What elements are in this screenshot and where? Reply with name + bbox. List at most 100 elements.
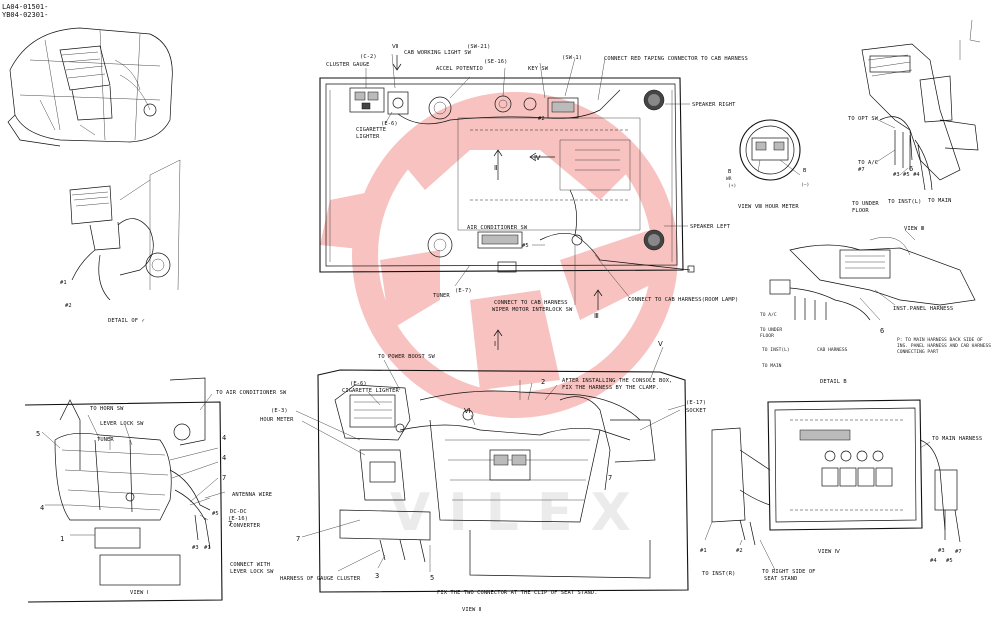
marker-5-top: #5 (522, 243, 529, 249)
view-ii-after-2: FIX THE HARNESS BY THE CLAMP. (562, 385, 659, 391)
view-ii-fix-note: FIX THE TWO CONNECTOR AT THE CLIP OF SEA… (437, 590, 598, 596)
view-i-caption: VIEW Ⅰ (130, 590, 148, 596)
view-iii-to-under: TO UNDER (852, 201, 879, 207)
view-iv-marker-2: #2 (736, 548, 743, 554)
view-i-converter: CONVERTER (230, 523, 261, 529)
accel-potentio-label: ACCEL POTENTIO (436, 66, 483, 72)
view-ii-e6: (E-6) (350, 381, 367, 387)
detail-b-floor: FLOOR (760, 333, 774, 339)
view-i-marker-3: #3 (192, 545, 199, 551)
sw1-code: (SW-1) (562, 55, 582, 61)
detail-b-to-main: TO MAIN (762, 363, 782, 369)
view-i-num-7b: 7 (228, 520, 232, 528)
view-i-lever-lock: LEVER LOCK SW (100, 421, 144, 427)
view-vii-marker: Ⅶ (392, 44, 398, 50)
detail-b-note-3: CONNECTING PART (897, 349, 939, 355)
hour-meter-view: B WR (+) B (–) VIEW Ⅷ HOUR METER (726, 119, 809, 210)
view-ii-hour-meter: HOUR METER (260, 417, 294, 423)
view-iii-to-opt: TO OPT SW (848, 116, 879, 122)
view-iii-to-main: TO MAIN (928, 198, 951, 204)
view-ii: TO POWER BOOST SW (E-6) CIGARETTE LIGHTE… (260, 340, 707, 613)
view-i-e16: (E-16) (228, 516, 248, 522)
e6-code-top: (E-6) (381, 121, 398, 127)
view-i-antenna: ANTENNA WIRE (232, 492, 272, 498)
view-iv-marker-top: Ⅳ (534, 154, 541, 162)
view-vi-marker: Ⅵ (464, 407, 470, 415)
detail-a-marker-2: #2 (65, 303, 72, 309)
view-i-marker-top: Ⅰ (494, 340, 496, 348)
view-iv-to-main-harness: TO MAIN HARNESS (932, 436, 982, 442)
hour-meter-wr: WR (726, 176, 732, 182)
view-v-marker: Ⅴ (658, 340, 663, 348)
sw21-code: (SW-21) (467, 44, 490, 50)
view-iii-marker-top: Ⅲ (594, 312, 599, 320)
detail-b-cab-harness: CAB HARNESS (817, 347, 848, 353)
hour-meter-b-right: B (803, 168, 806, 174)
connect-red-note: CONNECT RED TAPING CONNECTOR TO CAB HARN… (604, 56, 748, 62)
cigarette-label-1: CIGARETTE (356, 127, 386, 133)
cluster-gauge-code: (C-2) (360, 54, 377, 60)
view-iii-markers: #3 #5 #4 (893, 172, 920, 178)
view-i-marker-1: #1 (204, 545, 211, 551)
view-ii-socket: SOCKET (686, 408, 707, 414)
view-iv-marker-7: #7 (955, 549, 962, 555)
connect-cab-note-1: CONNECT TO CAB HARNESS (494, 300, 568, 306)
view-ii-cig: CIGARETTE LIGHTER (342, 388, 400, 394)
view-i-num-4c: 4 (40, 504, 44, 512)
e7-code: (E-7) (455, 288, 472, 294)
hour-meter-b-left: B (728, 169, 731, 175)
view-i-marker-5: #5 (212, 511, 219, 517)
view-ii-marker-top: Ⅱ (494, 164, 497, 172)
view-iv-to-inst-r: TO INST(R) (702, 571, 735, 577)
hour-meter-caption: VIEW Ⅷ HOUR METER (738, 204, 799, 210)
view-i-connect-with: CONNECT WITH (230, 562, 270, 568)
view-i-to-air: TO AIR CONDITIONER SW (216, 390, 287, 396)
code-line-2: YB04-02301- (2, 11, 48, 19)
detail-a-marker-1: #1 (60, 280, 67, 286)
view-iii-to-inst: TO INST(L) (888, 199, 921, 205)
view-i-num-4a: 4 (222, 434, 226, 442)
view-i-tuner: TUNER (97, 437, 114, 443)
view-ii-after-1: AFTER INSTALLING THE CONSOLE BOX, (562, 378, 672, 384)
view-i-to-horn: TO HORN SW (90, 406, 124, 412)
view-iii-to-ac: TO A/C (858, 160, 878, 166)
view-ii-e3: (E-3) (271, 408, 288, 414)
view-iii-floor: FLOOR (852, 208, 869, 214)
view-ii-caption: VIEW Ⅱ (462, 607, 481, 613)
connect-cab-note-2: WIPER MOTOR INTERLOCK SW (492, 307, 573, 313)
connect-boom-note: CONNECT TO CAB HARNESS(ROOM LAMP) (628, 297, 738, 303)
view-ii-num-3: 3 (375, 572, 379, 580)
view-ii-harness-gauge: HARNESS OF GAUGE CLUSTER (280, 576, 361, 582)
detail-b-six: 6 (880, 327, 884, 335)
view-iv-marker-3: #3 (938, 548, 945, 554)
view-ii-num-5: 5 (430, 574, 434, 582)
view-iii-six: 6 (909, 165, 913, 173)
detail-a: #1 #2 DETAIL OF ✓ (60, 159, 181, 324)
cab-working-light-label: CAB WORKING LIGHT SW (404, 50, 472, 56)
detail-b-caption: DETAIL B (820, 379, 847, 385)
view-i: TO AIR CONDITIONER SW TO HORN SW LEVER L… (24, 377, 287, 603)
view-i-num-4b: 4 (222, 454, 226, 462)
marker-2-top: #2 (538, 116, 545, 122)
view-ii-e17: (E-17) (686, 400, 706, 406)
view-i-num-5: 5 (36, 430, 40, 438)
hour-meter-plus: (+) (728, 183, 736, 189)
se16-code: (SE-16) (484, 59, 507, 65)
view-iii-caption: VIEW Ⅲ (904, 226, 925, 232)
detail-b: INST.PANEL HARNESS TO A/C TO UNDER FLOOR… (760, 229, 991, 385)
view-iv-marker-1: #1 (700, 548, 707, 554)
view-iv-caption: VIEW Ⅳ (818, 549, 840, 555)
detail-b-note-2: INS. PANEL HARNESS AND CAB HARNESS (897, 343, 991, 349)
detail-b-to-ac: TO A/C (760, 312, 777, 318)
watermark-text: V I L E X (390, 483, 631, 543)
view-iv-to-right-1: TO RIGHT SIDE OF (762, 569, 816, 575)
top-view-panel: CLUSTER GAUGE (C-2) Ⅶ CAB WORKING LIGHT … (319, 44, 748, 350)
view-i-dcdc: DC-DC (230, 509, 247, 515)
cluster-gauge-label: CLUSTER GAUGE (326, 62, 370, 68)
detail-b-to-inst: TO INST(L) (762, 347, 790, 353)
view-i-num-1: 1 (60, 535, 64, 543)
view-ii-num-7b: 7 (608, 474, 612, 482)
speaker-left-label: SPEAKER LEFT (690, 224, 731, 230)
view-iii: TO OPT SW TO A/C #7 #3 #5 #4 6 TO UNDER … (848, 19, 981, 232)
